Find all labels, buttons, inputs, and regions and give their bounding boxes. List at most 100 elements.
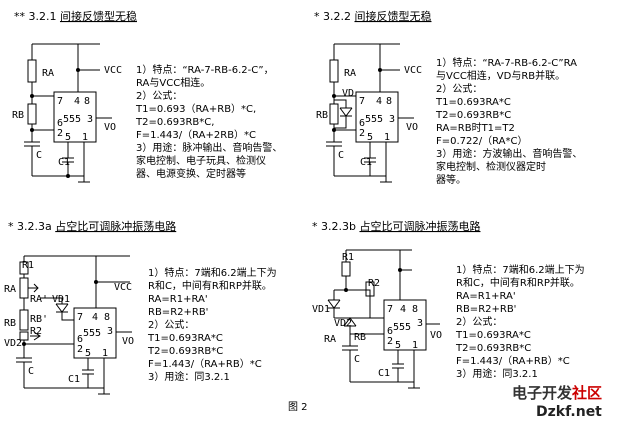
svg-text:1: 1 [102, 348, 108, 359]
svg-text:RA: RA [344, 68, 356, 79]
svg-text:8: 8 [104, 312, 110, 323]
svg-text:1: 1 [412, 340, 418, 351]
notes-3-2-1: 1）特点：“RA-7-RB-6.2-C”， RA与VCC相连。 2）公式： T1… [135, 64, 286, 180]
diode-vd [334, 99, 353, 129]
svg-text:C: C [354, 354, 360, 365]
svg-text:7: 7 [359, 96, 365, 107]
resistor-r1 [341, 261, 351, 277]
svg-text:R1: R1 [22, 260, 34, 271]
resistor-ra [329, 59, 339, 83]
section-title-3-2-3a: * 3.2.3a 占空比可调脉冲振荡电路 [8, 219, 176, 233]
svg-text:1: 1 [82, 132, 88, 143]
pot-r2 [365, 281, 375, 297]
svg-text:RA': RA' [30, 294, 48, 305]
svg-text:4: 4 [92, 312, 98, 323]
svg-text:1: 1 [384, 132, 390, 143]
schematic-3-2-1: VCC RA RB C 7 4 8 555 6 2 3 5 1 VO [12, 43, 122, 183]
svg-text:4: 4 [400, 304, 406, 315]
svg-text:C: C [338, 150, 344, 161]
ic-555 [355, 91, 399, 143]
svg-text:7: 7 [57, 96, 63, 107]
svg-text:6: 6 [77, 334, 83, 345]
svg-text:R2: R2 [30, 326, 42, 337]
svg-text:3: 3 [389, 114, 395, 125]
notes-3-2-3a: 1）特点：7端和6.2端上下为 R和C，中间有R和RP并联。 RA=R1+RA'… [147, 266, 280, 383]
svg-text:4: 4 [376, 96, 382, 107]
svg-text:Dzkf.net: Dzkf.net [536, 404, 602, 420]
vd-label: VD [342, 88, 354, 99]
svg-text:RB': RB' [30, 314, 48, 325]
ic-555 [383, 299, 427, 351]
svg-text:VD1: VD1 [312, 304, 330, 315]
resistor-rb [329, 103, 339, 125]
section-title-3-2-3b: * 3.2.3b 占空比可调脉冲振荡电路 [312, 219, 480, 233]
svg-text:R1: R1 [342, 252, 354, 263]
svg-text:7: 7 [387, 304, 393, 315]
svg-text:8: 8 [412, 304, 418, 315]
svg-text:RB: RB [316, 110, 328, 121]
figure-caption: 图 2 [288, 401, 308, 413]
section-title-3-2-1: ** 3.2.1 间接反馈型无稳 [14, 9, 137, 23]
svg-text:6: 6 [359, 118, 365, 129]
vcc-label: VCC [104, 65, 122, 76]
svg-text:2: 2 [387, 336, 393, 347]
svg-text:C1: C1 [378, 368, 390, 379]
section-3-2-1: ** 3.2.1 间接反馈型无稳 VCC RA RB C 7 4 8 555 6 [12, 9, 286, 183]
pot-ra [19, 277, 29, 299]
vo-label: VO [104, 122, 116, 133]
diode-vd1 [327, 299, 341, 318]
svg-text:电子开发社区: 电子开发社区 [512, 384, 602, 402]
c1-label: C1 [58, 157, 70, 168]
section-3-2-3a: * 3.2.3a 占空比可调脉冲振荡电路 VCC R1 RA RA' VD1 R… [4, 219, 280, 395]
svg-text:VD2: VD2 [334, 318, 352, 329]
notes-3-2-2: 1）特点：“RA-7-RB-6.2-C”RA 与VCC相连，VD与RB并联。 2… [435, 57, 586, 186]
svg-text:C1: C1 [360, 157, 372, 168]
svg-text:VD2: VD2 [4, 338, 22, 349]
svg-text:VCC: VCC [114, 282, 132, 293]
ra-label: RA [42, 68, 54, 79]
svg-text:VO: VO [122, 336, 134, 347]
ic-555 [73, 307, 117, 359]
svg-text:C1: C1 [68, 374, 80, 385]
resistor-rb [27, 103, 37, 125]
notes-3-2-3b: 1）特点：7端和6.2端上下为 R和C，中间有R和RP并联。 RA=R1+RA'… [455, 263, 588, 380]
svg-text:4: 4 [74, 96, 80, 107]
svg-text:VD1: VD1 [52, 294, 70, 305]
svg-text:6: 6 [57, 118, 63, 129]
c-label: C [36, 150, 42, 161]
resistor-ra [27, 59, 37, 83]
section-title-3-2-2: * 3.2.2 间接反馈型无稳 [314, 9, 431, 23]
svg-text:2: 2 [359, 128, 365, 139]
diode-vd2 [30, 331, 41, 341]
svg-text:3: 3 [417, 318, 423, 329]
svg-text:VCC: VCC [404, 65, 422, 76]
diode-vd1 [40, 297, 74, 321]
svg-text:7: 7 [77, 312, 83, 323]
svg-text:RA: RA [324, 334, 336, 345]
svg-text:555: 555 [393, 322, 411, 333]
svg-text:5: 5 [367, 132, 373, 143]
section-3-2-2: * 3.2.2 间接反馈型无稳 VCC RA VD RB C 7 4 8 555… [314, 9, 586, 186]
schematic-3-2-3b: R1 R2 VD1 VD2 RA RB C 7 4 8 555 6 2 3 [312, 249, 442, 389]
svg-text:555: 555 [63, 114, 81, 125]
svg-text:2: 2 [77, 344, 83, 355]
watermark-logo: 电子开发社区 Dzkf.net [512, 384, 602, 420]
pot-rb [19, 309, 29, 331]
svg-text:VO: VO [430, 330, 442, 341]
svg-text:2: 2 [57, 128, 63, 139]
svg-text:5: 5 [65, 132, 71, 143]
svg-text:3: 3 [87, 114, 93, 125]
svg-text:3: 3 [107, 326, 113, 337]
rb-label: RB [12, 110, 24, 121]
svg-text:RA: RA [4, 284, 16, 295]
section-3-2-3b: * 3.2.3b 占空比可调脉冲振荡电路 R1 R2 VD1 VD2 RA RB… [312, 219, 588, 389]
svg-text:C: C [28, 366, 34, 377]
svg-text:5: 5 [85, 348, 91, 359]
svg-text:5: 5 [395, 340, 401, 351]
ic-555 [53, 91, 97, 143]
svg-text:8: 8 [84, 96, 90, 107]
schematic-3-2-3a: VCC R1 RA RA' VD1 RB RB' R2 VD2 C 7 [4, 255, 134, 395]
svg-text:RB: RB [4, 318, 16, 329]
svg-text:555: 555 [365, 114, 383, 125]
